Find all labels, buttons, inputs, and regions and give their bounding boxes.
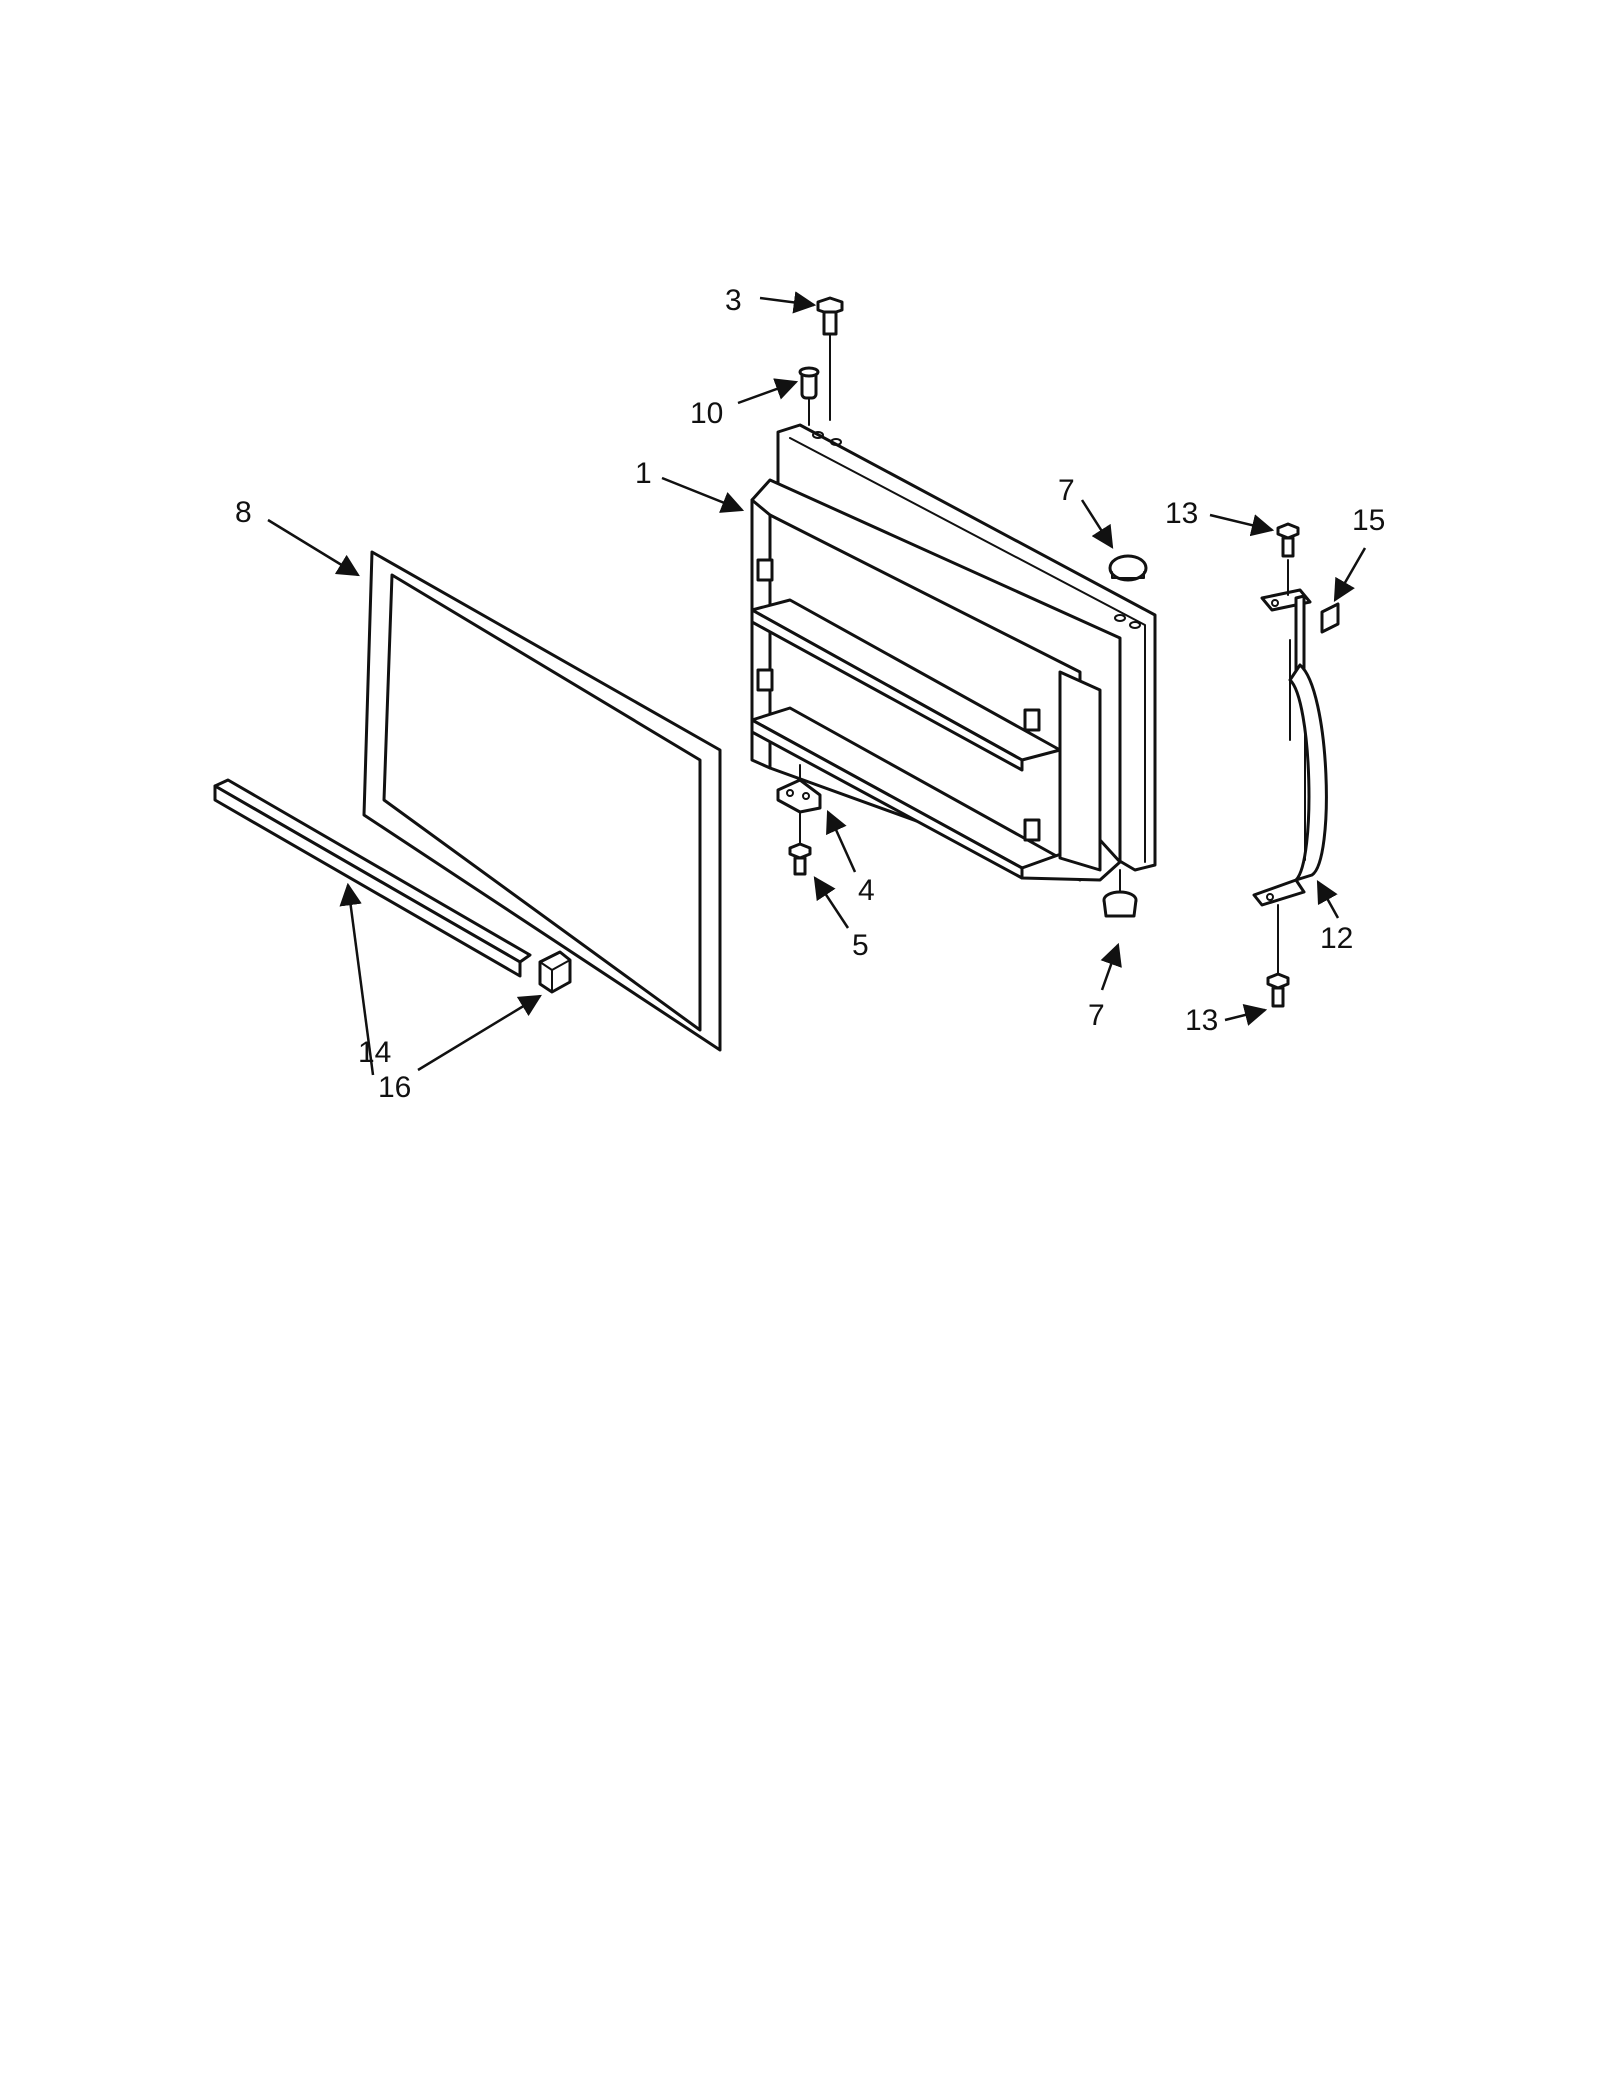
handle-screw-top: [1276, 522, 1300, 558]
callout-4: 4: [858, 874, 875, 907]
callout-16: 16: [378, 1071, 411, 1104]
callout-15: 15: [1352, 504, 1385, 537]
breaker-strip: [213, 778, 532, 978]
hinge-screw: [816, 296, 844, 421]
callout-3: 3: [725, 284, 742, 317]
callout-8: 8: [235, 496, 252, 529]
handle-screw-bottom: [1266, 972, 1290, 1008]
callout-leaders: [267, 291, 1367, 1076]
strip-clip: [538, 950, 572, 994]
door-gasket: [362, 550, 722, 1052]
door-plug-bottom: [1102, 869, 1138, 918]
bracket-screw: [788, 811, 812, 876]
callout-13-bottom: 13: [1185, 1004, 1218, 1037]
callout-5: 5: [852, 929, 869, 962]
door-handle: [1252, 559, 1328, 976]
callout-10: 10: [690, 397, 723, 430]
callout-1: 1: [635, 457, 652, 490]
door-liner: [750, 423, 1157, 882]
door-plug-top: [1108, 554, 1148, 582]
callout-13-top: 13: [1165, 497, 1198, 530]
callout-7-bottom: 7: [1088, 999, 1105, 1032]
callout-14: 14: [358, 1036, 391, 1069]
callout-labels: 3 10 1 8 7 13 15 4 5 12 7 13 14 16: [235, 284, 1385, 1104]
callout-7-top: 7: [1058, 474, 1075, 507]
callout-12: 12: [1320, 922, 1353, 955]
door-stop-bracket: [776, 764, 822, 814]
hinge-bushing: [798, 366, 820, 426]
handle-trim: [1320, 602, 1340, 634]
